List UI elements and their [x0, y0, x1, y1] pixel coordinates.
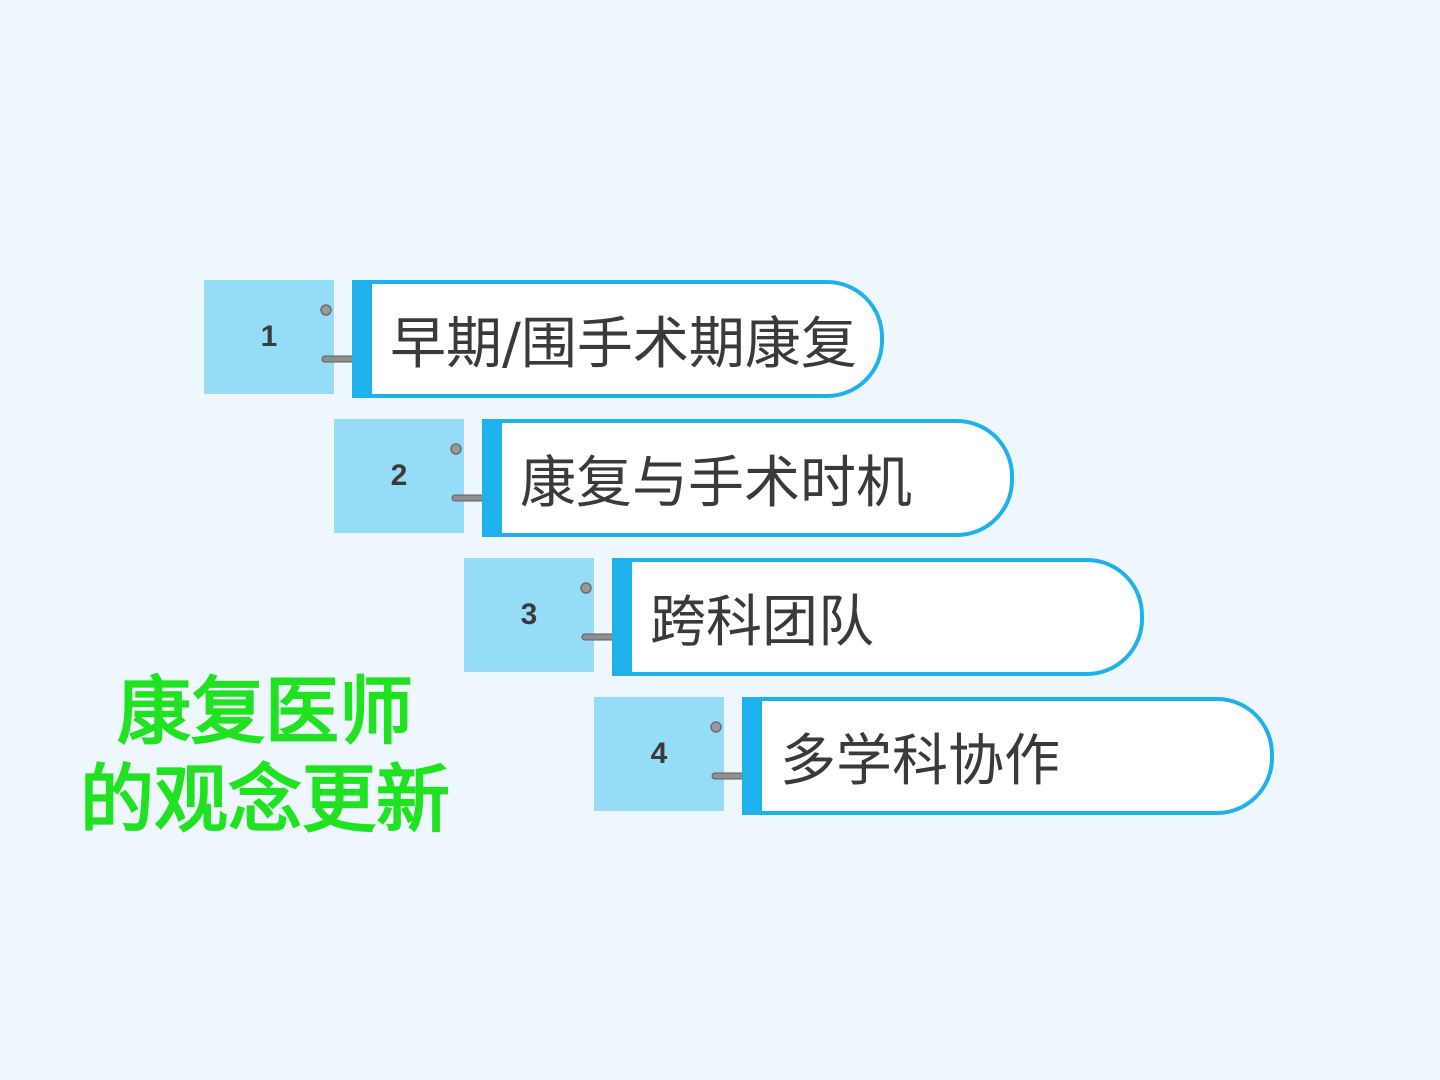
step-3: 3 跨科团队 [464, 558, 1144, 676]
step-2: 2 康复与手术时机 [334, 419, 1014, 537]
step-label: 跨科团队 [650, 589, 874, 655]
step-number: 4 [650, 737, 668, 770]
step-1: 1 早期/围手术期康复 [204, 280, 884, 398]
step-number-box: 1 [204, 280, 334, 394]
step-label: 早期/围手术期康复 [390, 311, 857, 377]
step-number-box: 2 [334, 419, 464, 533]
step-label: 康复与手术时机 [520, 450, 912, 516]
slide-title-line-1: 康复医师 [117, 669, 413, 755]
step-number: 2 [390, 459, 408, 492]
slide-title: 康复医师 的观念更新 [60, 668, 470, 844]
step-4: 4 多学科协作 [594, 697, 1274, 815]
step-label-box: 跨科团队 [612, 558, 1144, 676]
step-label-box: 早期/围手术期康复 [352, 280, 884, 398]
step-number-box: 3 [464, 558, 594, 672]
step-label-box: 多学科协作 [742, 697, 1274, 815]
step-number: 3 [520, 598, 538, 631]
step-number: 1 [260, 320, 278, 353]
slide-title-line-2: 的观念更新 [80, 757, 450, 843]
step-label: 多学科协作 [780, 728, 1060, 794]
step-number-box: 4 [594, 697, 724, 811]
step-label-box: 康复与手术时机 [482, 419, 1014, 537]
